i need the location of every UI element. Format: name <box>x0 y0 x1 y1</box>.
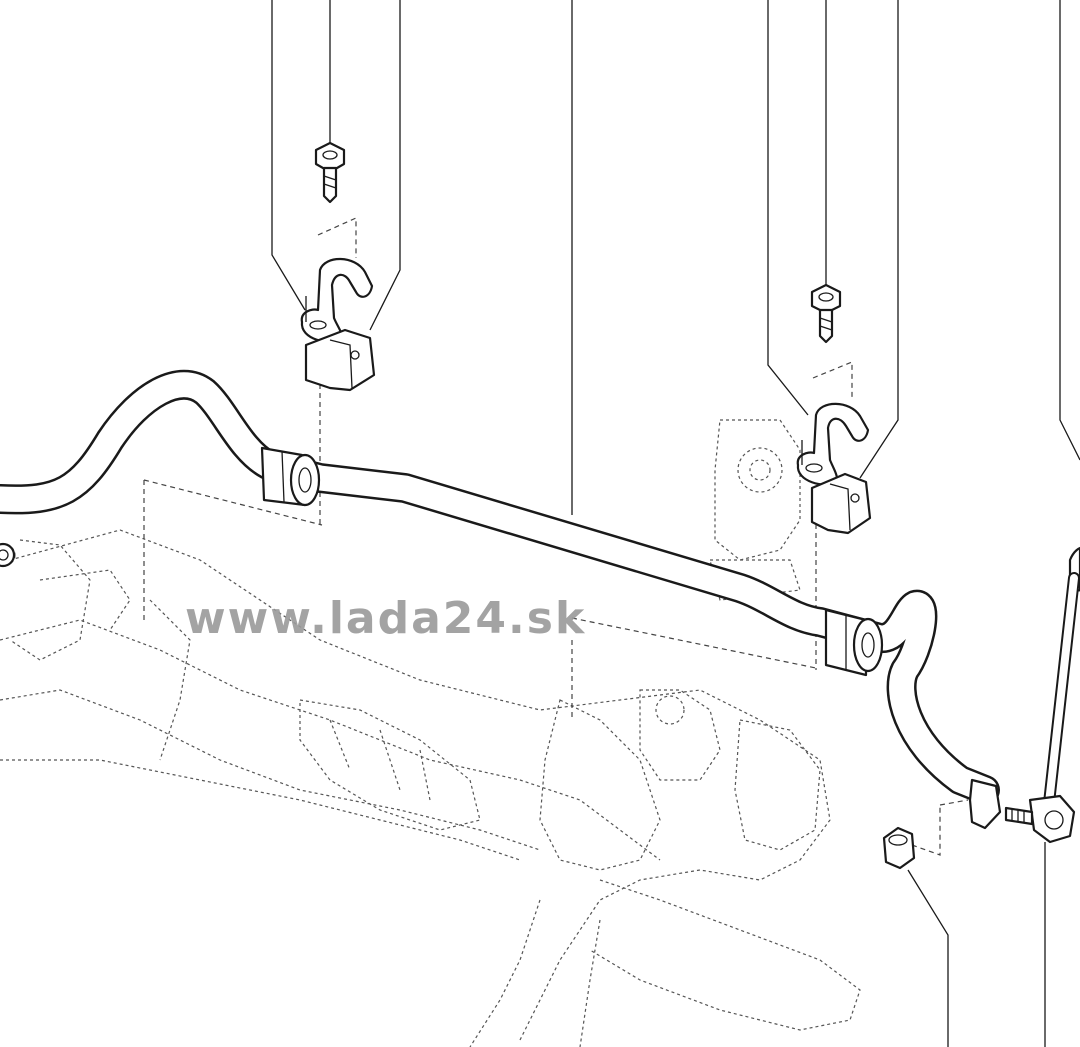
flange-bolt-left-icon <box>314 141 346 204</box>
rubber-bush-left-icon <box>304 328 376 392</box>
clamp-bracket-right-icon <box>796 402 870 486</box>
watermark: www.lada24.sk <box>185 593 587 644</box>
rubber-bush-right-icon <box>810 472 872 535</box>
clamp-bracket-left-icon <box>300 257 374 343</box>
leader-lines <box>271 0 1080 1047</box>
bar-bush-left <box>260 446 321 507</box>
bar-bush-right <box>824 608 884 677</box>
flange-nut-icon <box>882 826 916 870</box>
edge-bolt-icon <box>0 542 16 568</box>
anti-roll-bar <box>0 369 1002 830</box>
flange-bolt-right-icon <box>810 283 842 344</box>
drop-link-icon <box>1004 546 1080 844</box>
subframe-ghost-outline <box>0 419 861 1047</box>
